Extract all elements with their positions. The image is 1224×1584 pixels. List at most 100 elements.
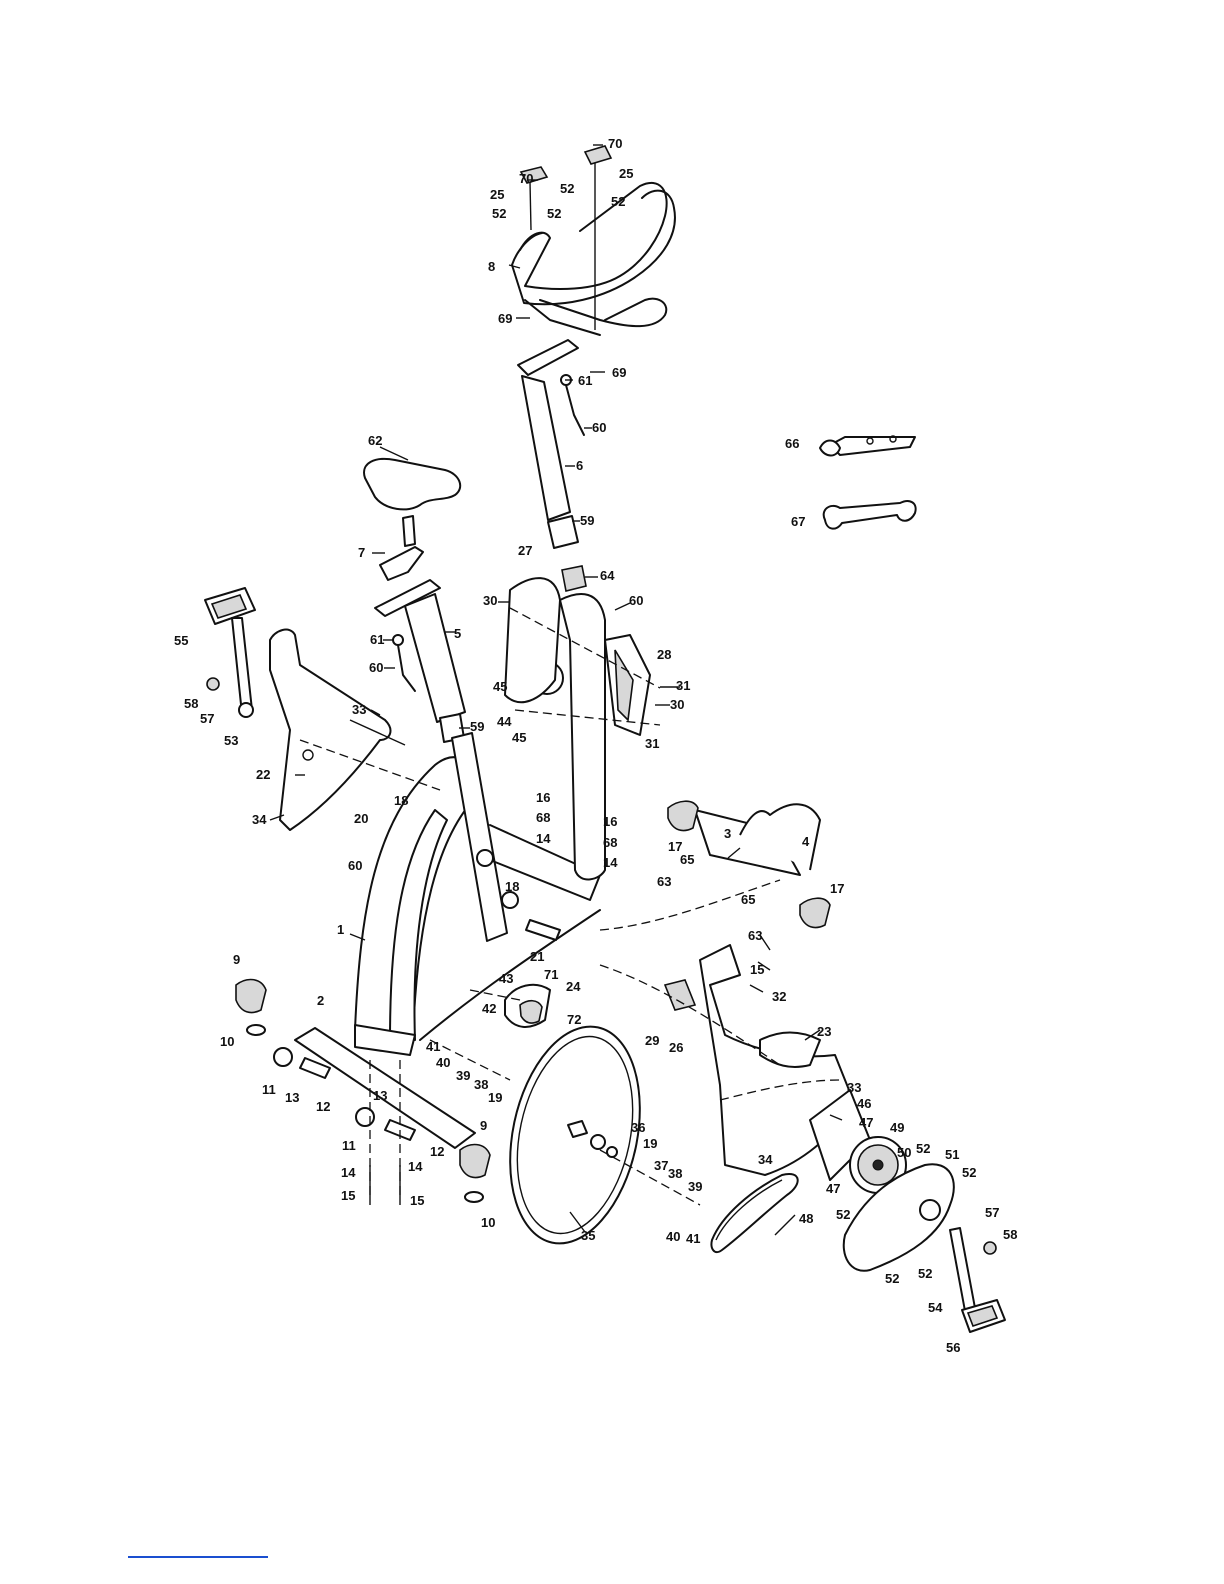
callout: 27 [518, 543, 532, 558]
callout: 52 [492, 206, 506, 221]
callout: 25 [490, 187, 504, 202]
callout: 32 [772, 989, 786, 1004]
callout: 30 [670, 697, 684, 712]
callout: 5 [454, 626, 461, 641]
callout: 20 [354, 811, 368, 826]
callout: 15 [750, 962, 764, 977]
callout: 67 [791, 514, 805, 529]
callout: 29 [645, 1033, 659, 1048]
callout: 19 [643, 1136, 657, 1151]
callout: 14 [341, 1165, 356, 1180]
left-side-cover [269, 628, 441, 831]
callout: 56 [946, 1340, 960, 1355]
callout: 65 [741, 892, 755, 907]
callout: 72 [567, 1012, 581, 1027]
callout: 31 [645, 736, 659, 751]
callout: 70 [608, 136, 622, 151]
callout: 42 [482, 1001, 496, 1016]
callout: 59 [470, 719, 484, 734]
callout: 60 [629, 593, 643, 608]
callout: 52 [611, 194, 625, 209]
callout: 53 [224, 733, 238, 748]
callout: 46 [857, 1096, 871, 1111]
callout: 14 [536, 831, 551, 846]
callout: 71 [544, 967, 558, 982]
callout: 45 [493, 679, 507, 694]
flywheel [429, 1025, 701, 1245]
callout: 12 [430, 1144, 444, 1159]
callout: 17 [668, 839, 682, 854]
drive-assembly [809, 1089, 1006, 1333]
callout: 26 [669, 1040, 683, 1055]
callout: 58 [184, 696, 198, 711]
callout: 25 [619, 166, 633, 181]
callout: 70 [519, 171, 533, 186]
callout: 60 [369, 660, 383, 675]
drive-belt [710, 1173, 799, 1254]
callout-leaders [269, 144, 843, 1236]
callout: 64 [600, 568, 615, 583]
callout: 13 [373, 1088, 387, 1103]
callout: 52 [916, 1141, 930, 1156]
callout: 18 [394, 793, 408, 808]
callout: 49 [890, 1120, 904, 1135]
left-crank [204, 587, 256, 718]
callout: 58 [1003, 1227, 1017, 1242]
callout: 59 [580, 513, 594, 528]
callout-labels: 70 70 25 25 52 52 52 52 8 69 69 61 60 6 … [174, 136, 1017, 1355]
callout: 12 [316, 1099, 330, 1114]
callout: 54 [928, 1300, 943, 1315]
front-stabilizer [235, 978, 491, 1205]
callout: 52 [962, 1165, 976, 1180]
callout: 22 [256, 767, 270, 782]
callout: 55 [174, 633, 188, 648]
tools [819, 435, 917, 530]
callout: 57 [985, 1205, 999, 1220]
seat [363, 458, 466, 743]
callout: 28 [657, 647, 671, 662]
callout: 15 [341, 1188, 355, 1203]
callout: 63 [748, 928, 762, 943]
callout: 30 [483, 593, 497, 608]
callout: 38 [668, 1166, 682, 1181]
callout: 19 [488, 1090, 502, 1105]
callout: 23 [817, 1024, 831, 1039]
callout: 61 [578, 373, 592, 388]
callout: 69 [498, 311, 512, 326]
callout: 66 [785, 436, 799, 451]
callout: 24 [566, 979, 581, 994]
callout: 11 [262, 1082, 276, 1097]
callout: 39 [688, 1179, 702, 1194]
callout: 4 [802, 834, 810, 849]
callout: 51 [945, 1147, 959, 1162]
callout: 33 [352, 702, 366, 717]
callout: 69 [612, 365, 626, 380]
front-cover [504, 577, 661, 736]
callout: 1 [337, 922, 344, 937]
callout: 48 [799, 1211, 813, 1226]
callout: 16 [536, 790, 550, 805]
footnote-rule [128, 1556, 268, 1558]
callout: 62 [368, 433, 382, 448]
callout: 52 [547, 206, 561, 221]
callout: 68 [603, 835, 617, 850]
callout: 34 [758, 1152, 773, 1167]
callout: 3 [724, 826, 731, 841]
callout: 47 [859, 1115, 873, 1130]
callout: 6 [576, 458, 583, 473]
callout: 45 [512, 730, 526, 745]
callout: 21 [530, 949, 544, 964]
callout: 38 [474, 1077, 488, 1092]
callout: 39 [456, 1068, 470, 1083]
callout: 7 [358, 545, 365, 560]
callout: 8 [488, 259, 495, 274]
callout: 36 [631, 1120, 645, 1135]
callout: 14 [408, 1159, 423, 1174]
callout: 60 [348, 858, 362, 873]
callout: 65 [680, 852, 694, 867]
callout: 15 [410, 1193, 424, 1208]
callout: 68 [536, 810, 550, 825]
callout: 33 [847, 1080, 861, 1095]
callout: 13 [285, 1090, 299, 1105]
